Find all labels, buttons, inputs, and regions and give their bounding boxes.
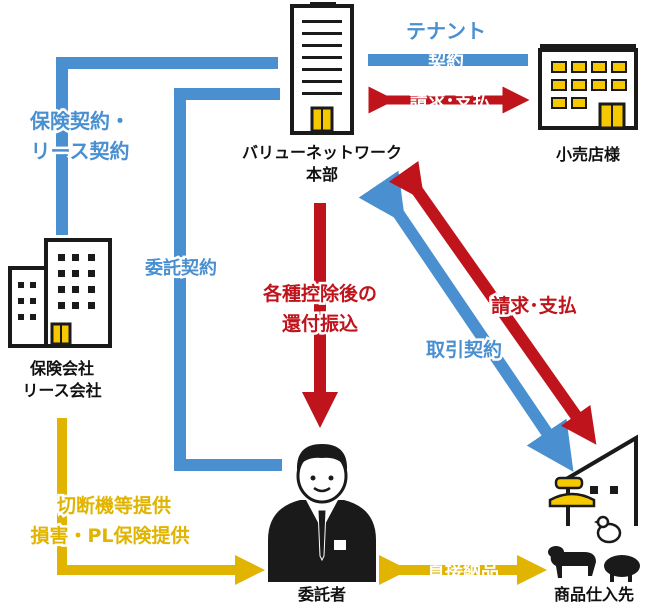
- headquarters-building-icon: [290, 2, 354, 135]
- consignment-contract-label: 委託契約: [144, 257, 217, 279]
- cow-icon: [548, 546, 596, 578]
- deduction-transfer-label-line1: 各種控除後の: [262, 282, 377, 305]
- insurance-building-icon: [8, 238, 112, 348]
- line-insurance-lease: [56, 57, 278, 235]
- chicken-icon: [594, 515, 622, 544]
- insurance-lease-label-line2: リース契約: [31, 139, 130, 163]
- headquarters-label-line2: 本部: [306, 165, 338, 184]
- tenant-contract-label-line2: 契約: [427, 50, 464, 72]
- arrow-trade-contract: [358, 170, 574, 472]
- insurance-label-line2: リース会社: [22, 381, 101, 400]
- arrow-cutter-insurance: [57, 418, 265, 585]
- retail-label: 小売店様: [556, 145, 621, 164]
- pig-icon: [604, 555, 640, 582]
- consignee-person-icon: [268, 444, 376, 582]
- headquarters-label-line1: バリューネットワーク: [242, 143, 402, 162]
- supplier-label: 商品仕入先: [554, 585, 634, 604]
- cutter-insurance-label-line1: 切断機等提供: [57, 494, 171, 517]
- retail-store-icon: [538, 44, 638, 130]
- consignee-label: 委託者: [297, 585, 346, 604]
- direct-delivery-label: 直接納品: [427, 560, 499, 582]
- billing-supplier-label: 請求･支払: [491, 294, 577, 317]
- deduction-transfer-label-line2: 還付振込: [282, 312, 358, 335]
- insurance-label-line1: 保険会社: [29, 359, 94, 378]
- line-consignment-contract: [174, 88, 282, 471]
- arrow-billing-supplier: [388, 160, 597, 445]
- insurance-lease-label-line1: 保険契約・: [29, 109, 130, 133]
- cutter-insurance-label-line2: 損害・PL保険提供: [30, 524, 189, 547]
- supplier-factory-icon: [548, 434, 638, 526]
- trade-contract-label: 取引契約: [426, 338, 502, 361]
- billing-retail-label: 請求･支払: [410, 90, 491, 112]
- tenant-contract-label-line1: テナント: [406, 19, 486, 43]
